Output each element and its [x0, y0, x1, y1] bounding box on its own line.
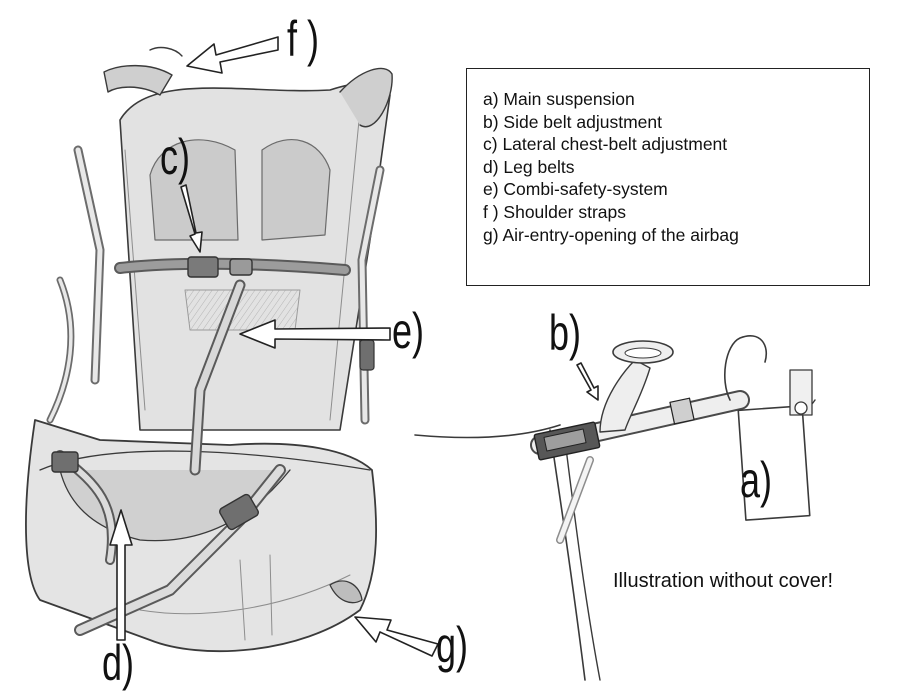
callout-d: d): [102, 638, 134, 688]
callout-b: b): [549, 308, 581, 358]
callout-c: c): [160, 132, 190, 182]
legend-item: b) Side belt adjustment: [483, 111, 869, 134]
legend-list: a) Main suspension b) Side belt adjustme…: [467, 69, 869, 246]
legend-item: f ) Shoulder straps: [483, 201, 869, 224]
chest-buckle: [188, 257, 218, 277]
callout-f: f ): [287, 14, 319, 64]
callout-g: g): [436, 620, 468, 670]
legend-item: d) Leg belts: [483, 156, 869, 179]
legend-item: e) Combi-safety-system: [483, 178, 869, 201]
pointer-arrow-g: [355, 617, 438, 656]
legend-item: c) Lateral chest-belt adjustment: [483, 133, 869, 156]
harness-illustration: [26, 48, 392, 652]
pointer-arrow-f: [187, 37, 278, 73]
illustration-note: Illustration without cover!: [613, 570, 833, 593]
legend-box: a) Main suspension b) Side belt adjustme…: [466, 68, 870, 286]
callout-a: a): [740, 455, 772, 505]
pointer-arrow-b: [577, 363, 598, 400]
legend-item: a) Main suspension: [483, 88, 869, 111]
callout-e: e): [392, 306, 424, 356]
legend-item: g) Air-entry-opening of the airbag: [483, 224, 869, 247]
